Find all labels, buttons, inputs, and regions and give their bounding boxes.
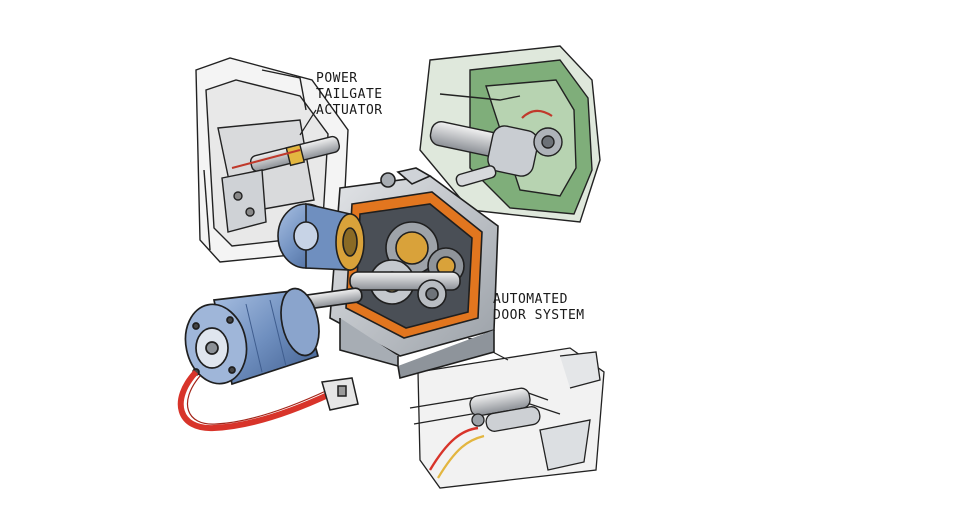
tailgate-actuator-icon [195,57,349,263]
door-label-line1: AUTOMATED [493,292,568,307]
tailgate-leader-line [299,109,317,136]
electric-motor-icon [184,287,363,386]
door-mechanism-icon [409,347,605,489]
tailgate-label-line2: TAILGATE [316,87,383,102]
hinge-actuator-icon [419,45,601,223]
tailgate-callout-label: POWER TAILGATE ACTUATOR [316,71,383,119]
door-label-line2: DOOR SYSTEM [493,308,585,323]
door-callout-label: AUTOMATED DOOR SYSTEM [493,292,585,324]
tailgate-label-line1: POWER [316,71,358,86]
upper-motor-icon [277,202,365,271]
gearbox-cutaway-icon [329,167,499,380]
tailgate-label-line3: ACTUATOR [316,103,383,118]
wire-connector-icon [177,369,359,432]
